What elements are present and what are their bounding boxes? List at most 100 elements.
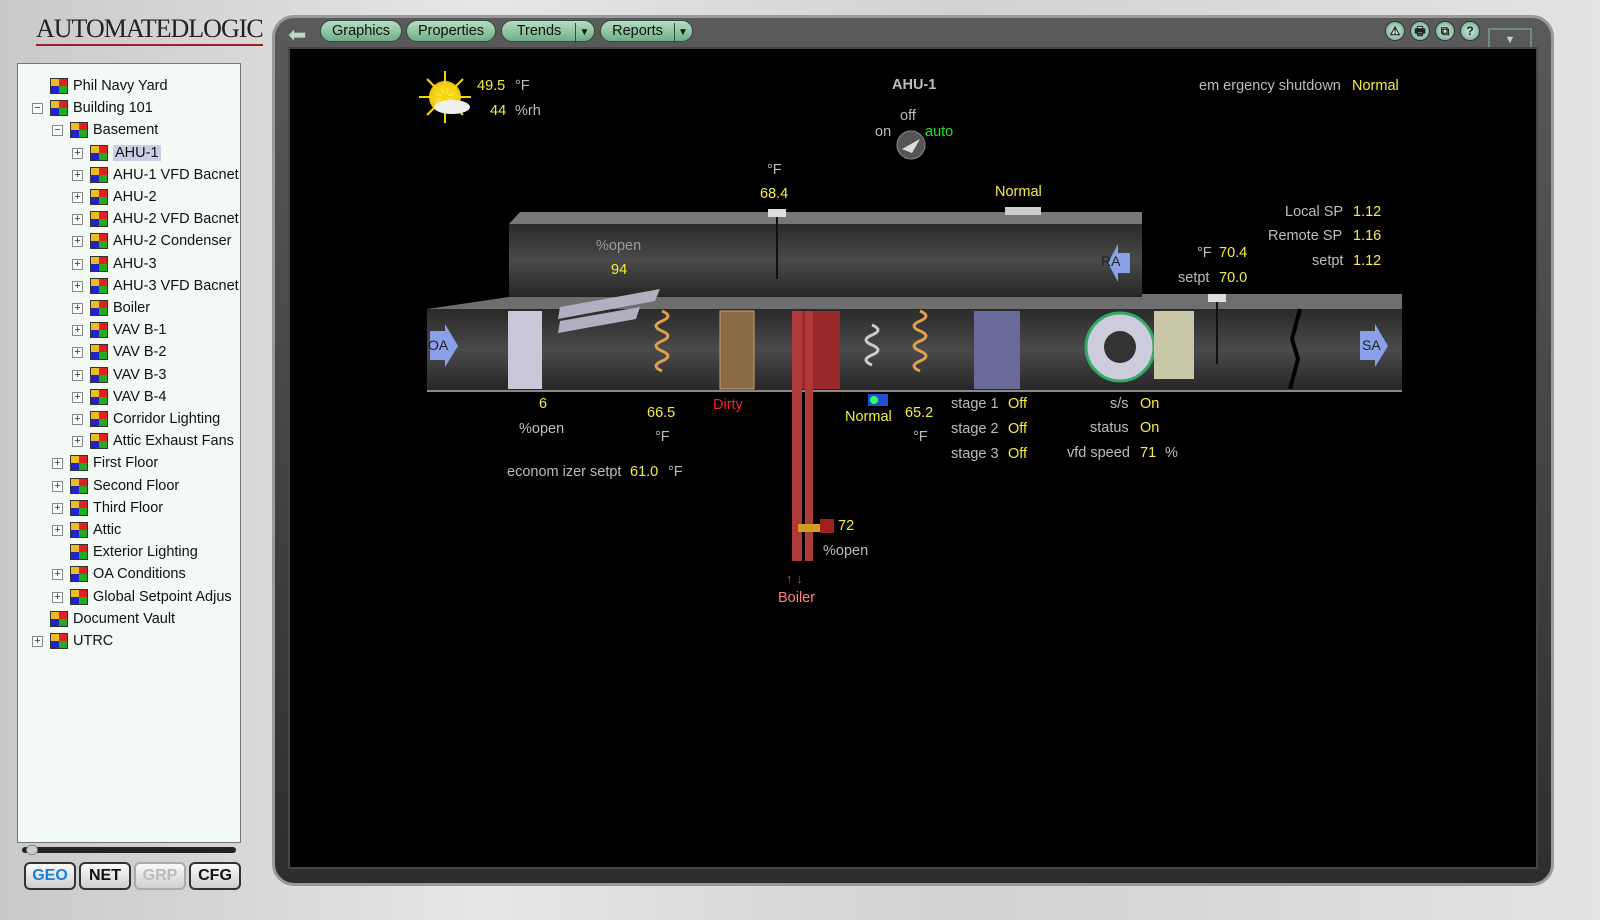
local-sp-value[interactable]: 1.12 bbox=[1353, 204, 1382, 220]
expand-icon[interactable]: + bbox=[52, 502, 63, 514]
expand-icon[interactable]: + bbox=[72, 280, 83, 292]
tree-item[interactable]: +VAV B-4 bbox=[72, 387, 166, 407]
expand-icon[interactable]: + bbox=[72, 369, 83, 381]
tree-item[interactable]: +OA Conditions bbox=[52, 564, 186, 584]
expand-icon[interactable]: + bbox=[52, 458, 63, 470]
hoa-auto-label[interactable]: auto bbox=[925, 124, 954, 140]
space-setpt-value[interactable]: 70.0 bbox=[1219, 270, 1248, 286]
remote-sp-value[interactable]: 1.16 bbox=[1353, 228, 1382, 244]
tab-graphics[interactable]: Graphics bbox=[320, 20, 402, 42]
economizer-setpt-value[interactable]: 61.0 bbox=[630, 464, 659, 480]
mixed-air-temp-value[interactable]: 66.5 bbox=[647, 405, 676, 421]
tree-item[interactable]: +First Floor bbox=[52, 453, 158, 473]
expand-icon[interactable]: + bbox=[72, 236, 83, 248]
trends-dropdown-icon[interactable]: ▼ bbox=[575, 23, 593, 43]
expand-icon[interactable]: + bbox=[72, 347, 83, 359]
stage1-value[interactable]: Off bbox=[1008, 396, 1028, 412]
freezestat-status[interactable]: Normal bbox=[845, 409, 892, 425]
expand-icon[interactable]: + bbox=[72, 169, 83, 181]
tree-item[interactable]: −Building 101 bbox=[32, 98, 153, 118]
vfd-speed-value[interactable]: 71 bbox=[1140, 445, 1157, 461]
expand-icon[interactable]: + bbox=[72, 214, 83, 226]
ra-arrow-icon bbox=[1108, 244, 1130, 282]
ra-temp-sensor-icon bbox=[768, 209, 786, 217]
tab-reports[interactable]: Reports▼ bbox=[600, 20, 693, 43]
smoke-detector-status[interactable]: Normal bbox=[995, 184, 1042, 200]
tree-item[interactable]: +Global Setpoint Adjus bbox=[52, 587, 232, 607]
tree-item[interactable]: +VAV B-3 bbox=[72, 365, 166, 385]
boiler-link[interactable]: Boiler bbox=[778, 590, 816, 606]
expand-icon[interactable]: + bbox=[52, 480, 63, 492]
expand-icon[interactable]: + bbox=[32, 636, 43, 647]
expand-icon[interactable]: + bbox=[72, 414, 83, 425]
discharge-temp-value[interactable]: 65.2 bbox=[905, 405, 934, 421]
tree-horizontal-scrollbar[interactable] bbox=[22, 847, 236, 853]
scrollbar-thumb[interactable] bbox=[26, 845, 38, 855]
expand-icon[interactable]: + bbox=[72, 391, 83, 403]
expand-icon[interactable]: + bbox=[52, 569, 63, 581]
stage2-value[interactable]: Off bbox=[1008, 421, 1028, 437]
oa-damper-value[interactable]: 6 bbox=[539, 396, 548, 412]
back-arrow-icon[interactable]: ⬅ bbox=[288, 22, 307, 47]
expand-icon[interactable]: + bbox=[72, 303, 83, 314]
tree-item[interactable]: + UTRC bbox=[32, 631, 114, 651]
equipment-icon bbox=[90, 411, 108, 427]
tree-item[interactable]: +Attic bbox=[52, 520, 121, 540]
hw-valve-value[interactable]: 72 bbox=[838, 518, 855, 534]
tab-trends[interactable]: Trends▼ bbox=[501, 20, 595, 43]
expand-icon[interactable]: + bbox=[72, 147, 83, 159]
tree-item[interactable]: −Basement bbox=[52, 120, 158, 140]
tree-item[interactable]: +AHU-2 bbox=[72, 187, 157, 207]
tree-item[interactable]: +Third Floor bbox=[52, 498, 163, 518]
net-button[interactable]: NET bbox=[79, 862, 131, 890]
expand-icon[interactable]: + bbox=[72, 192, 83, 203]
expand-icon[interactable]: + bbox=[72, 436, 83, 448]
tree-item[interactable]: +Boiler bbox=[72, 298, 150, 318]
equipment-icon bbox=[70, 477, 88, 494]
tree-item[interactable]: Document Vault bbox=[50, 609, 175, 629]
tree-item[interactable]: +AHU-3 VFD Bacnet bbox=[72, 276, 239, 296]
tree-item[interactable]: +AHU-2 Condenser bbox=[72, 231, 231, 251]
fan-status-value[interactable]: On bbox=[1140, 420, 1160, 436]
tree-item[interactable]: +AHU-2 VFD Bacnet bbox=[72, 209, 239, 229]
fan-ss-value[interactable]: On bbox=[1140, 396, 1160, 412]
ra-temp-value[interactable]: 68.4 bbox=[760, 186, 789, 202]
panel-menu-dropdown[interactable]: ▼ bbox=[1488, 28, 1532, 48]
new-window-icon[interactable]: ⧉ bbox=[1435, 21, 1455, 41]
collapse-icon[interactable]: − bbox=[32, 103, 43, 115]
smoke-detector-icon bbox=[1005, 207, 1041, 215]
tree-item[interactable]: +AHU-3 bbox=[72, 254, 157, 274]
collapse-icon[interactable]: − bbox=[52, 125, 63, 137]
tree-item[interactable]: +VAV B-2 bbox=[72, 342, 166, 362]
reports-dropdown-icon[interactable]: ▼ bbox=[673, 23, 692, 43]
tree-item-label: UTRC bbox=[73, 633, 114, 649]
hoa-on-label[interactable]: on bbox=[875, 124, 892, 140]
cfg-button[interactable]: CFG bbox=[189, 862, 241, 890]
print-icon[interactable]: 🖶 bbox=[1410, 21, 1430, 41]
fan-status-label: status bbox=[1090, 420, 1129, 436]
space-temp-value[interactable]: 70.4 bbox=[1219, 245, 1248, 261]
tree-item[interactable]: +VAV B-1 bbox=[72, 320, 166, 340]
tab-properties[interactable]: Properties bbox=[406, 20, 496, 42]
tree-item[interactable]: Exterior Lighting bbox=[70, 542, 198, 562]
expand-icon[interactable]: + bbox=[72, 325, 83, 337]
geo-button[interactable]: GEO bbox=[24, 862, 76, 890]
tree-item[interactable]: +AHU-1 VFD Bacnet bbox=[72, 165, 239, 185]
tree-item[interactable]: +Second Floor bbox=[52, 476, 179, 496]
tree-item[interactable]: +AHU-1 bbox=[72, 143, 161, 163]
ra-damper-value[interactable]: 94 bbox=[611, 262, 628, 278]
hoa-off-label[interactable]: off bbox=[900, 108, 916, 124]
emergency-shutdown-value[interactable]: Normal bbox=[1352, 78, 1399, 94]
alarm-icon[interactable]: ⚠ bbox=[1385, 21, 1405, 41]
stage3-value[interactable]: Off bbox=[1008, 446, 1028, 462]
tree-item[interactable]: +Attic Exhaust Fans bbox=[72, 431, 234, 451]
help-icon[interactable]: ? bbox=[1460, 21, 1480, 41]
expand-icon[interactable]: + bbox=[72, 258, 83, 270]
tree-item[interactable]: Phil Navy Yard bbox=[50, 76, 168, 96]
navigation-tree[interactable]: Phil Navy Yard−Building 101−Basement +AHU… bbox=[17, 63, 241, 843]
expand-icon[interactable]: + bbox=[52, 591, 63, 603]
static-setpt-value[interactable]: 1.12 bbox=[1353, 253, 1382, 269]
expand-icon[interactable]: + bbox=[52, 525, 63, 536]
tree-item[interactable]: +Corridor Lighting bbox=[72, 409, 220, 429]
filter-status[interactable]: Dirty bbox=[713, 397, 743, 413]
